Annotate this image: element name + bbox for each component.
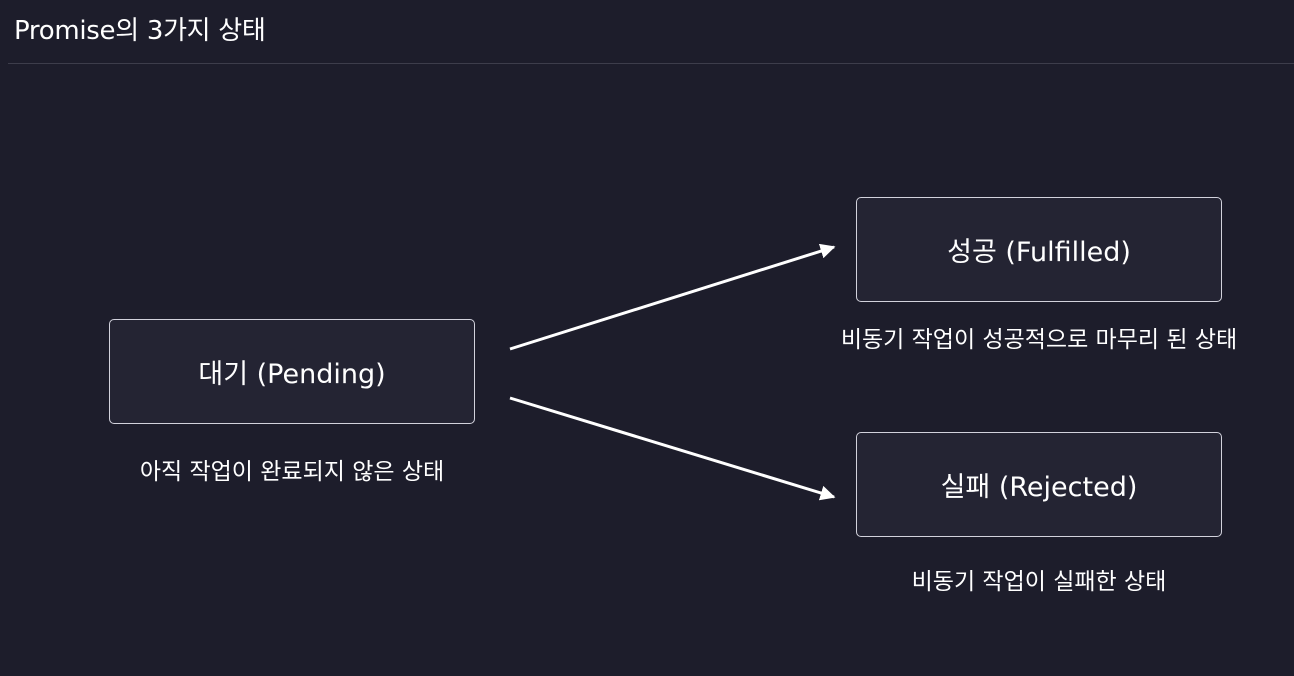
node-fulfilled-description: 비동기 작업이 성공적으로 마무리 된 상태 — [840, 327, 1238, 353]
page-title: Promise의 3가지 상태 — [14, 16, 266, 46]
arrow-pending-to-fulfilled — [509, 243, 836, 351]
title-divider — [8, 63, 1294, 64]
arrow-pending-to-rejected — [509, 396, 836, 501]
node-rejected: 실패 (Rejected) — [856, 432, 1222, 537]
node-fulfilled: 성공 (Fulfilled) — [856, 197, 1222, 302]
node-rejected-label: 실패 (Rejected) — [940, 472, 1138, 503]
node-rejected-description: 비동기 작업이 실패한 상태 — [911, 569, 1167, 595]
node-fulfilled-label: 성공 (Fulfilled) — [947, 237, 1131, 268]
node-pending-description: 아직 작업이 완료되지 않은 상태 — [139, 459, 445, 485]
node-pending-label: 대기 (Pending) — [198, 359, 386, 390]
node-pending: 대기 (Pending) — [109, 319, 475, 424]
